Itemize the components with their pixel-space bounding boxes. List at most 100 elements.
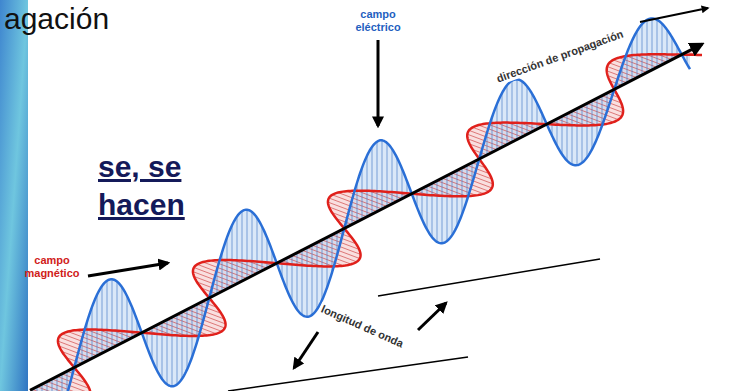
electric-hatch bbox=[447, 176, 448, 242]
electric-hatch bbox=[57, 376, 58, 391]
electric-hatch bbox=[642, 24, 643, 75]
electric-hatch bbox=[402, 169, 403, 199]
electric-hatch bbox=[157, 325, 158, 371]
electric-hatch bbox=[467, 165, 468, 200]
electric-hatch bbox=[562, 116, 563, 154]
electric-hatch bbox=[182, 312, 183, 379]
electric-hatch bbox=[527, 86, 528, 134]
electric-hatch bbox=[362, 168, 363, 219]
electric-hatch bbox=[597, 98, 598, 138]
electric-hatch bbox=[297, 253, 298, 310]
magnetic-hatch bbox=[447, 176, 489, 192]
electric-hatch bbox=[312, 245, 313, 315]
electric-hatch bbox=[652, 18, 653, 70]
electric-hatch bbox=[387, 143, 388, 207]
electric-hatch bbox=[657, 20, 658, 68]
electric-hatch bbox=[392, 149, 393, 204]
magnetic-hatch bbox=[197, 264, 242, 281]
electric-hatch bbox=[632, 41, 633, 81]
electric-hatch bbox=[437, 181, 438, 242]
electric-hatch bbox=[287, 258, 288, 290]
wave-group bbox=[30, 18, 702, 391]
magnetic-hatch bbox=[338, 193, 382, 209]
electric-hatch bbox=[327, 237, 328, 287]
electric-hatch bbox=[457, 170, 458, 226]
electric-hatch bbox=[517, 79, 518, 139]
field-label: campo eléctrico bbox=[346, 8, 410, 33]
wavelength-mark bbox=[378, 259, 600, 296]
electric-hatch bbox=[462, 168, 463, 215]
electric-hatch bbox=[667, 30, 668, 63]
slide-text: se, se bbox=[98, 150, 181, 185]
electric-hatch bbox=[162, 322, 163, 379]
electric-hatch bbox=[322, 240, 323, 300]
electric-hatch bbox=[382, 140, 383, 209]
electric-hatch bbox=[122, 287, 123, 343]
magnetic-hatch bbox=[312, 245, 357, 262]
electric-hatch bbox=[167, 320, 168, 385]
electric-hatch bbox=[587, 103, 588, 157]
magnetic-wave bbox=[58, 54, 702, 391]
electric-hatch bbox=[67, 371, 68, 391]
electric-hatch bbox=[117, 282, 118, 346]
pointer-arrow bbox=[418, 303, 446, 330]
wavelength-label: longitud de onda bbox=[317, 301, 407, 350]
electric-hatch bbox=[252, 212, 253, 276]
electric-hatch bbox=[187, 309, 188, 369]
wavelength-mark bbox=[228, 357, 468, 391]
electric-fill bbox=[30, 18, 690, 391]
electric-hatch bbox=[442, 178, 443, 243]
magnetic-hatch bbox=[442, 178, 484, 194]
electric-hatch bbox=[102, 286, 103, 353]
electric-hatch bbox=[112, 279, 113, 348]
electric-hatch bbox=[92, 307, 93, 358]
electric-hatch bbox=[317, 242, 318, 309]
direction-arrow bbox=[640, 8, 708, 22]
electric-hatch bbox=[237, 216, 238, 283]
electric-hatch bbox=[537, 103, 538, 129]
slide-strip bbox=[0, 0, 28, 391]
electric-wave bbox=[30, 18, 690, 391]
electric-hatch bbox=[227, 237, 228, 288]
electric-hatch bbox=[292, 255, 293, 301]
propagation-axis bbox=[30, 44, 702, 390]
electric-hatch bbox=[127, 296, 128, 340]
magnetic-hatch bbox=[172, 317, 216, 334]
electric-hatch bbox=[557, 119, 558, 146]
electric-hatch bbox=[522, 81, 523, 137]
electric-hatch bbox=[257, 218, 258, 274]
electric-hatch bbox=[87, 322, 88, 361]
pointer-arrow bbox=[88, 263, 168, 276]
magnetic-hatch bbox=[636, 55, 662, 65]
electric-hatch bbox=[572, 111, 573, 164]
electric-hatch bbox=[302, 250, 303, 315]
electric-hatch bbox=[452, 173, 453, 235]
magnetic-hatch bbox=[496, 123, 527, 135]
electric-hatch bbox=[367, 156, 368, 217]
electric-hatch bbox=[262, 226, 263, 270]
slide-text: agación bbox=[4, 2, 109, 37]
electric-hatch bbox=[532, 94, 533, 132]
electric-hatch bbox=[397, 158, 398, 202]
electric-hatch bbox=[427, 186, 428, 230]
pointer-arrow bbox=[294, 332, 318, 368]
electric-hatch bbox=[107, 281, 108, 351]
electric-hatch bbox=[62, 374, 63, 391]
electric-hatch bbox=[662, 24, 663, 65]
electric-hatch bbox=[432, 183, 433, 237]
electric-hatch bbox=[357, 183, 358, 222]
magnetic-hatch bbox=[68, 332, 112, 349]
electric-hatch bbox=[97, 295, 98, 356]
electric-hatch bbox=[242, 211, 243, 281]
electric-hatch bbox=[577, 109, 578, 166]
electric-hatch bbox=[247, 210, 248, 279]
electric-hatch bbox=[177, 315, 178, 385]
electric-hatch bbox=[192, 307, 193, 357]
electric-hatch bbox=[372, 147, 373, 214]
electric-hatch bbox=[172, 317, 173, 386]
magnetic-hatch bbox=[62, 334, 107, 351]
electric-hatch bbox=[307, 248, 308, 317]
electric-hatch bbox=[377, 142, 378, 212]
magnetic-hatch bbox=[332, 195, 377, 212]
